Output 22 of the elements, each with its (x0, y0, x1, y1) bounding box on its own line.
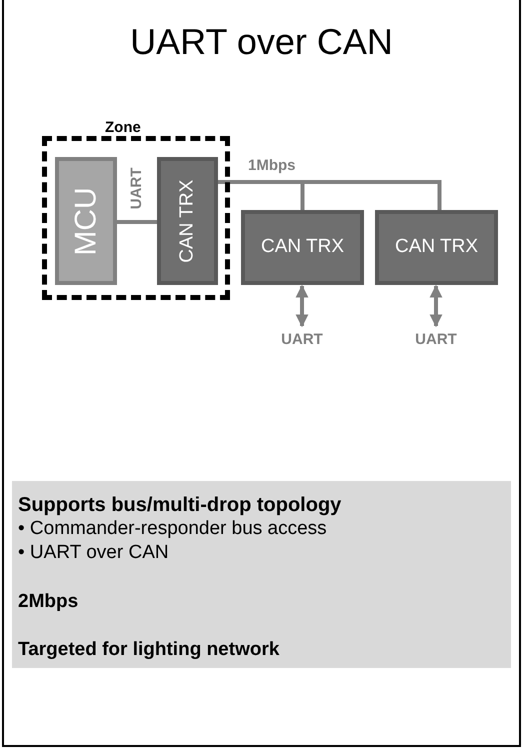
transceiver-block (241, 210, 364, 285)
panel-note: 2Mbps (18, 590, 78, 614)
block-label: CAN TRX (260, 235, 344, 260)
zone-label: Zone (105, 118, 141, 138)
panel-heading: Supports bus/multi-drop topology (18, 493, 342, 517)
panel-note: Targeted for lighting network (18, 638, 280, 662)
bullet-item: • Commander-responder bus access (18, 517, 327, 541)
block-label: CAN TRX (394, 235, 478, 260)
info-panel (12, 481, 511, 668)
block-label: MCU (68, 186, 104, 256)
bullet-item: • UART over CAN (18, 541, 169, 565)
connector-line (218, 180, 442, 210)
transceiver-block (157, 157, 218, 285)
double-arrow (296, 284, 308, 328)
mcu-block (55, 157, 117, 285)
interface-label: UART (272, 328, 332, 352)
interface-label: UART (406, 328, 466, 352)
block-label: CAN TRX (175, 179, 198, 263)
diagram-title: UART over CAN (130, 20, 393, 64)
double-arrow (430, 284, 442, 328)
transceiver-block (375, 210, 498, 285)
connector-line (117, 220, 157, 224)
